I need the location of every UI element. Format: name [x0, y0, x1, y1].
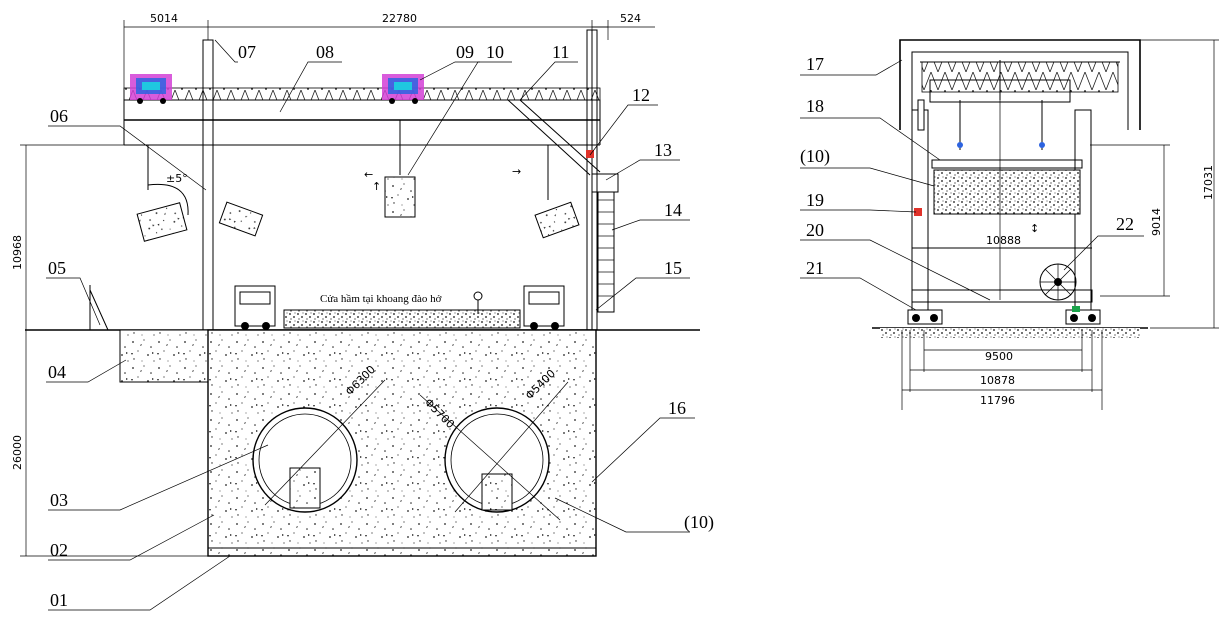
- tunnel-left: [252, 379, 386, 513]
- svg-text:↕: ↕: [1030, 222, 1039, 235]
- label-15: 15: [664, 258, 682, 278]
- tunnel-right: [419, 381, 569, 521]
- dim-10968: 10968: [11, 235, 24, 270]
- label-09: 09: [456, 42, 474, 62]
- label-20: 20: [806, 220, 824, 240]
- label-08: 08: [316, 42, 334, 62]
- gantry-frame: [899, 39, 1141, 130]
- label-02: 02: [50, 540, 68, 560]
- dim-10888: 10888: [986, 234, 1021, 247]
- label-13: 13: [654, 140, 672, 160]
- portal-slab: [283, 309, 521, 329]
- section-view: ↕ 10888 17031 90: [800, 39, 1219, 410]
- dim-9500: 9500: [985, 350, 1013, 363]
- elevation-view: 5014 22780 524: [11, 12, 714, 611]
- shallow-pit: [119, 329, 209, 383]
- label-12: 12: [632, 85, 650, 105]
- load-left: [136, 202, 188, 242]
- trolley-09: [382, 74, 424, 104]
- trolley-07: [130, 74, 172, 104]
- label-04: 04: [48, 362, 66, 382]
- label-16: 16: [668, 398, 686, 418]
- label-03: 03: [50, 490, 68, 510]
- portal-caption: Cửa hầm tại khoang đào hở: [320, 293, 442, 305]
- dim-10878: 10878: [980, 374, 1015, 387]
- label-10b: (10): [684, 512, 714, 533]
- label-05: 05: [48, 258, 66, 278]
- svg-text:←: ←: [364, 168, 373, 181]
- label-06: 06: [50, 106, 68, 126]
- svg-text:↑: ↑: [372, 180, 381, 193]
- label-14: 14: [664, 200, 682, 220]
- label-22: 22: [1116, 214, 1134, 234]
- section-segment: [933, 169, 1081, 215]
- dim-11796: 11796: [980, 394, 1015, 407]
- dim-524: 524: [620, 12, 641, 25]
- dim-26000: 26000: [11, 435, 24, 470]
- svg-text:→: →: [512, 165, 521, 178]
- label-21: 21: [806, 258, 824, 278]
- left-leg: [202, 39, 214, 331]
- label-11: 11: [552, 42, 569, 62]
- truck-right: [523, 285, 565, 330]
- label-17: 17: [806, 54, 824, 74]
- label-01: 01: [50, 590, 68, 610]
- gantry-girder: [123, 99, 601, 121]
- cable-reel: [1039, 263, 1077, 301]
- label-19: 19: [806, 190, 824, 210]
- label-07: 07: [238, 42, 256, 62]
- label-18: 18: [806, 96, 824, 116]
- truck-left: [234, 285, 276, 330]
- dim-17031: 17031: [1202, 165, 1215, 200]
- segment-load-10: [384, 176, 416, 218]
- label-10c: (10): [800, 146, 830, 167]
- label-10: 10: [486, 42, 504, 62]
- dim-22780: 22780: [382, 12, 417, 25]
- dim-9014: 9014: [1150, 208, 1163, 236]
- access-stair: [507, 99, 619, 313]
- swing-angle: ±5°: [166, 172, 188, 185]
- dim-5014: 5014: [150, 12, 178, 25]
